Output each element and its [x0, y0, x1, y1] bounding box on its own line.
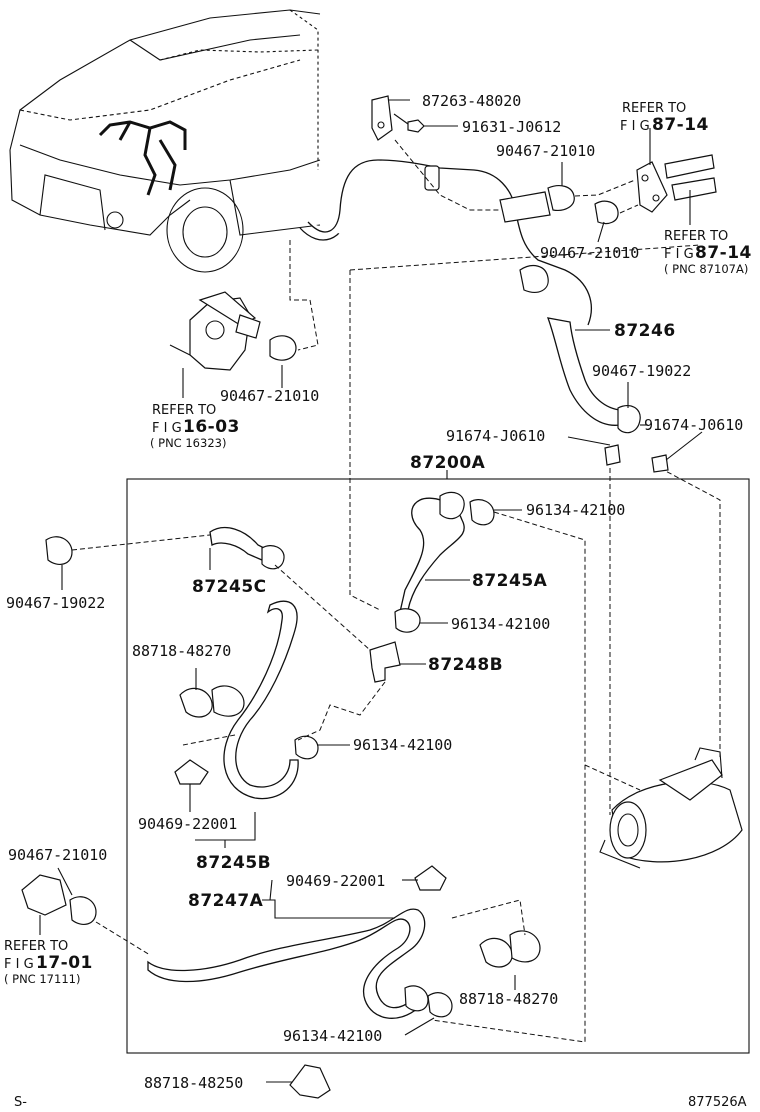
label-90469-22001-b: 90469-22001: [286, 872, 385, 890]
hose-87245A: [399, 497, 465, 613]
clamp-90467-21010-left: [269, 335, 297, 361]
bracket-88718-48250: [289, 1064, 331, 1099]
diagram-id: 877526A: [688, 1095, 747, 1110]
ref3-pnc: ( PNC 16323): [150, 436, 226, 450]
label-90467-21010-left: 90467-21010: [220, 387, 319, 405]
ref3-refer-to: REFER TO: [152, 403, 216, 418]
clamp-96134-42100-a: [469, 499, 495, 526]
pipe-fig-17-01: [21, 874, 67, 916]
ref2-refer-to: REFER TO: [664, 229, 728, 244]
label-88718-48270-a: 88718-48270: [132, 642, 231, 660]
label-96134-42100-a: 96134-42100: [526, 501, 625, 519]
box-contents: [147, 270, 743, 1043]
hose-87245C: [209, 527, 269, 561]
label-90467-21010-top: 90467-21010: [496, 142, 595, 160]
label-87246: 87246: [614, 321, 676, 341]
label-90467-21010-lower: 90467-21010: [8, 846, 107, 864]
ref2-fig-prefix: F I G: [664, 247, 694, 262]
labels: 87263-48020 91631-J0612 90467-21010 9046…: [6, 92, 743, 1092]
vehicle-illustration: [9, 9, 321, 273]
ref4-fig-prefix: F I G: [4, 957, 34, 972]
label-90467-19022-top: 90467-19022: [592, 362, 691, 380]
label-88718-48270-b: 88718-48270: [459, 990, 558, 1008]
left-outside-parts: [21, 534, 211, 956]
label-90467-21010-mid: 90467-21010: [540, 244, 639, 262]
tee-87248B: [369, 641, 401, 683]
label-91674-J0610-a: 91674-J0610: [446, 427, 545, 445]
ref1-fig-number: 87-14: [652, 115, 709, 135]
ref4-refer-to: REFER TO: [4, 939, 68, 954]
label-87245C: 87245C: [192, 577, 267, 597]
clamp-96134-42100-d: [427, 992, 453, 1018]
assembly-box-87200A: [126, 478, 750, 1054]
label-90469-22001-a: 90469-22001: [138, 815, 237, 833]
bracket-87263-48020: [371, 95, 393, 141]
pipe-stub: [499, 191, 551, 223]
clip-90469-22001-b: [414, 865, 447, 891]
hose-87245B: [223, 600, 299, 800]
ref1-refer-to: REFER TO: [622, 101, 686, 116]
upper-hose-87246-group: [299, 95, 717, 434]
clamp-96134-42100-b: [394, 608, 421, 633]
label-96134-42100-b: 96134-42100: [451, 615, 550, 633]
ref4-fig-number: 17-01: [36, 953, 93, 973]
ref3-fig-prefix: F I G: [152, 421, 182, 436]
label-91674-J0610-b: 91674-J0610: [644, 416, 743, 434]
refer-callouts: REFER TO F I G 87-14 REFER TO F I G 87-1…: [4, 101, 752, 986]
label-91631-J0612: 91631-J0612: [462, 118, 561, 136]
flange-joint: [636, 161, 668, 213]
label-90467-19022-left: 90467-19022: [6, 594, 105, 612]
label-87200A: 87200A: [410, 453, 486, 473]
clamp-90467-21010-lower: [69, 896, 97, 926]
pump-elbow-group: [169, 240, 701, 398]
clamp-88718-48270-b: [479, 937, 513, 968]
ref2-pnc: ( PNC 87107A): [664, 262, 748, 276]
clip-90469-22001-a: [174, 759, 209, 785]
label-87245A: 87245A: [472, 571, 548, 591]
bolts-91674-J0610: [567, 431, 703, 473]
label-96134-42100-c: 96134-42100: [353, 736, 452, 754]
label-87245B: 87245B: [196, 853, 271, 873]
clamp-upper: [424, 165, 440, 191]
bolt-91631-J0612: [407, 119, 425, 133]
label-87248B: 87248B: [428, 655, 503, 675]
label-96134-42100-d: 96134-42100: [283, 1027, 382, 1045]
ref1-fig-prefix: F I G: [620, 119, 650, 134]
clamp-88718-48270-a: [179, 687, 213, 718]
heater-unit: [599, 747, 743, 869]
corner-mark-left: S-: [14, 1095, 27, 1110]
label-88718-48250: 88718-48250: [144, 1074, 243, 1092]
ref4-pnc: ( PNC 17111): [4, 972, 80, 986]
clamp-90467-21010-mid: [594, 200, 619, 225]
label-87247A: 87247A: [188, 891, 264, 911]
clamp-90467-21010-top: [547, 185, 575, 211]
clamp-90467-19022: [617, 405, 641, 434]
ref2-fig-number: 87-14: [695, 243, 752, 263]
hose-87247A: [147, 908, 426, 1019]
ref3-fig-number: 16-03: [183, 417, 240, 437]
label-87263-48020: 87263-48020: [422, 92, 521, 110]
clamp-90467-19022-left: [45, 536, 73, 566]
